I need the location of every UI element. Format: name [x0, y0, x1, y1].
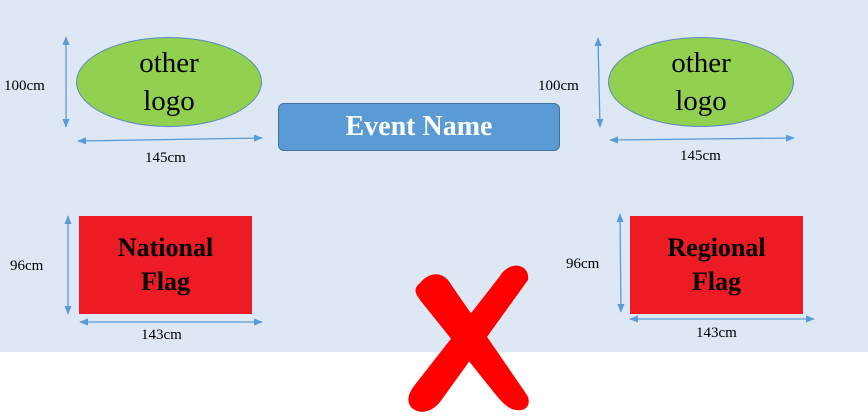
red-cross-icon — [408, 265, 529, 412]
right-other-logo: other logo — [608, 37, 794, 127]
right-logo-width-arrow — [609, 134, 795, 144]
left-logo-line2: logo — [143, 85, 195, 117]
right-logo-height-arrow — [594, 37, 604, 128]
regional-flag-line2: Flag — [691, 267, 742, 296]
national-flag-line2: Flag — [140, 267, 191, 296]
national-flag-height-label: 96cm — [10, 258, 44, 274]
right-logo-width-label: 145cm — [680, 148, 721, 164]
right-logo-line2: logo — [675, 85, 727, 117]
regional-flag-line1: Regional — [667, 233, 766, 262]
left-logo-line1: other — [139, 47, 199, 79]
regional-flag: Regional Flag — [630, 216, 803, 314]
right-logo-line1: other — [671, 47, 731, 79]
national-flag-line1: National — [117, 233, 214, 262]
left-logo-height-label: 100cm — [4, 78, 45, 94]
regional-flag-width-label: 143cm — [696, 325, 737, 341]
regional-flag-height-arrow — [616, 213, 625, 313]
left-other-logo: other logo — [76, 37, 262, 127]
regional-flag-height-label: 96cm — [566, 256, 600, 272]
left-logo-width-label: 145cm — [145, 150, 186, 166]
event-name-label: Event Name — [345, 111, 493, 142]
national-flag-width-label: 143cm — [141, 327, 182, 343]
event-name-banner: Event Name — [278, 103, 560, 151]
right-logo-height-label: 100cm — [538, 78, 579, 94]
national-flag: National Flag — [79, 216, 252, 314]
left-logo-width-arrow — [77, 134, 263, 145]
